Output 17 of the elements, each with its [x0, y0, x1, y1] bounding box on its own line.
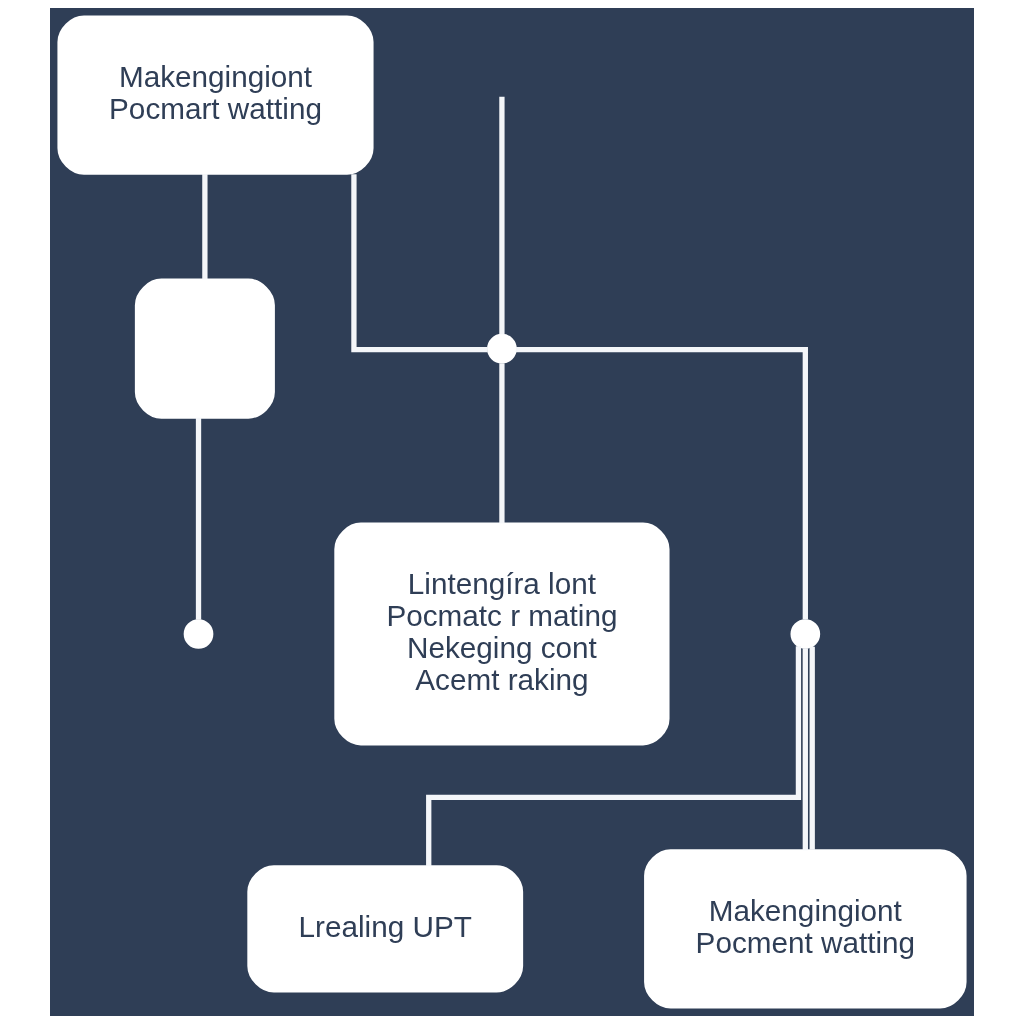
connector [515, 347, 808, 620]
connector [499, 96, 505, 335]
node-box: Lintengíra lont Pocmatc r mating Nekeging cont Acemt raking [334, 522, 670, 746]
connector [809, 646, 815, 850]
connector [499, 363, 505, 524]
node-circle [183, 619, 214, 649]
connector [802, 648, 808, 851]
node-box: Makengingiont Pocment watting [644, 849, 967, 1009]
node-circle [790, 619, 821, 649]
connector [195, 417, 202, 620]
node-circle [487, 333, 517, 364]
node-box: Makengingiont Pocmart watting [57, 15, 374, 175]
connector [202, 173, 208, 280]
connector [351, 174, 488, 353]
node-box [134, 278, 275, 419]
connector [426, 646, 802, 867]
node-box: Lrealing UPT [247, 865, 524, 993]
